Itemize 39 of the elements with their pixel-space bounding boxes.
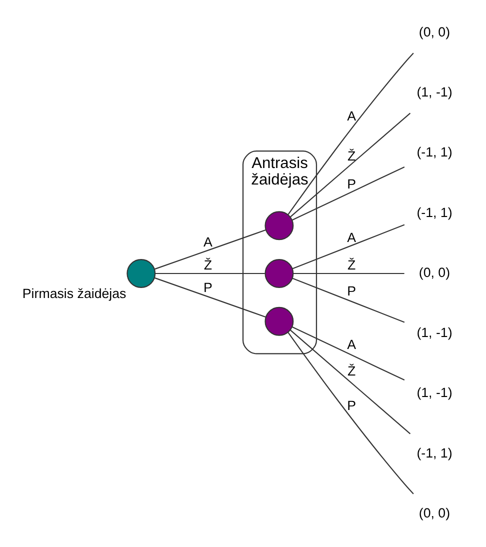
node-text: (0, 0): [418, 264, 450, 280]
node-text: (1, -1): [416, 84, 452, 100]
node-text: (0, 0): [418, 505, 450, 520]
connector: [288, 52, 414, 215]
edge-label: A: [347, 108, 356, 124]
connector: [154, 277, 266, 318]
connector: [290, 330, 411, 434]
node-text: (-1, 1): [416, 204, 452, 220]
node-text: (-1, 1): [416, 445, 452, 460]
connector: [155, 272, 265, 274]
edge-label: P: [347, 176, 356, 192]
edge-label: P: [347, 283, 356, 298]
cluster: Antrasis žaidėjas: [242, 150, 318, 354]
connector: [292, 326, 405, 381]
edge-label: Ž: [204, 258, 212, 273]
connector: [292, 224, 405, 270]
edge-label: A: [347, 230, 356, 245]
connector: [154, 230, 266, 270]
node-text: (-1, 1): [416, 144, 452, 160]
edge-label: Ž: [347, 148, 356, 164]
edge-label: P: [347, 398, 356, 413]
connector: [290, 112, 411, 218]
node-text: (1, -1): [416, 385, 452, 400]
edge-label: P: [203, 280, 212, 295]
edge-label: Ž: [347, 363, 356, 378]
edge-label: A: [347, 336, 356, 352]
node-circle: [126, 259, 156, 288]
node-text: (0, 0): [418, 24, 450, 40]
connector: [292, 278, 405, 323]
connector: [292, 166, 405, 220]
node-circle: [264, 259, 294, 288]
connector: [288, 332, 414, 494]
edge-label: Ž: [347, 258, 356, 273]
edge-label: A: [203, 234, 212, 250]
node-circle: [264, 211, 294, 240]
node-label: Pirmasis žaidėjas: [22, 286, 126, 302]
node-text: (1, -1): [416, 325, 452, 340]
node-circle: [264, 306, 294, 336]
connector: [293, 272, 404, 274]
